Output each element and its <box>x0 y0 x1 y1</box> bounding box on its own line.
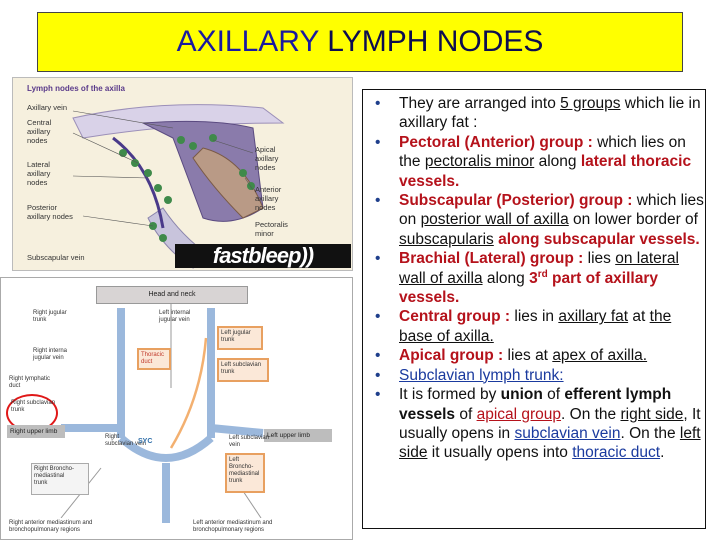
axilla-lymph-diagram: Lymph nodes of the axilla Axillary vein … <box>12 77 353 271</box>
label-right-subclavian-vein: Right subclavian vein <box>105 434 147 447</box>
list-item: •Subscapular (Posterior) group : which l… <box>375 192 704 248</box>
label-axillary-vein: Axillary vein <box>27 103 68 112</box>
drainage-illustration <box>60 302 264 523</box>
list-item: •Pectoral (Anterior) group : which lies … <box>375 133 692 190</box>
title-banner: AXILLARY LYMPH NODES <box>37 12 683 72</box>
list-item: •Apical group : lies at apex of axilla. <box>375 347 648 365</box>
head-neck-box: Head and neck <box>96 286 248 304</box>
text-panel: •They are arranged into 5 groups which l… <box>362 89 706 529</box>
list-item: •Subclavian lymph trunk: <box>375 366 564 384</box>
label-anterior: Anterior axillary nodes <box>255 185 282 212</box>
label-right-lymphatic: Right lymphatic duct <box>9 376 51 389</box>
list-item: •They are arranged into 5 groups which l… <box>375 95 701 132</box>
left-anterior-label: Left anterior mediastinum and bronchopul… <box>191 518 331 538</box>
bullet-list: •They are arranged into 5 groups which l… <box>363 90 705 463</box>
left-broncho-box: Left Broncho- mediastinal trunk <box>225 453 265 493</box>
left-upper-limb-box: Left upper limb <box>264 429 332 442</box>
thoracic-duct-box: Thoracic duct <box>137 348 171 370</box>
label-lateral: Lateral axillary nodes <box>27 160 51 187</box>
list-item: •Brachial (Lateral) group : lies on late… <box>375 250 679 307</box>
list-item: •It is formed by union of efferent lymph… <box>375 386 701 462</box>
label-right-internal: Right interna jugular vein <box>33 348 68 361</box>
list-item: •Central group : lies in axillary fat at… <box>375 308 672 345</box>
label-right-subclavian: Right subclavian trunk <box>11 400 56 413</box>
right-anterior-label: Right anterior mediastinum and bronchopu… <box>7 518 137 538</box>
syc-label: SYC <box>138 438 153 445</box>
left-subclavian-trunk-box: Left subclavian trunk <box>217 358 269 382</box>
page-title: AXILLARY LYMPH NODES <box>176 25 544 58</box>
lymph-drainage-diagram: Head and neck Right jugular trunk Right … <box>0 277 353 540</box>
diagram1-heading: Lymph nodes of the axilla <box>27 84 125 93</box>
right-broncho-box: Right Broncho- mediastinal trunk <box>31 463 89 495</box>
label-apical: Apical axillary nodes <box>255 145 279 172</box>
label-left-internal: Left internal jugular vein <box>159 310 191 323</box>
label-left-subclavian-vein: Left subclavian vein <box>229 435 270 448</box>
right-upper-limb-box: Right upper limb <box>7 425 65 438</box>
label-pectoralis: Pectoralis minor <box>255 220 288 238</box>
label-subscapular-vein: Subscapular vein <box>27 253 85 262</box>
label-central: Central axillary nodes <box>27 118 52 145</box>
label-right-jugular: Right jugular trunk <box>33 310 67 323</box>
left-jugular-box: Left jugular trunk <box>217 326 263 350</box>
fastbleep-logo: fastbleep)) <box>175 243 351 268</box>
label-posterior: Posterior axillary nodes <box>27 203 73 221</box>
axilla-illustration <box>72 104 285 269</box>
